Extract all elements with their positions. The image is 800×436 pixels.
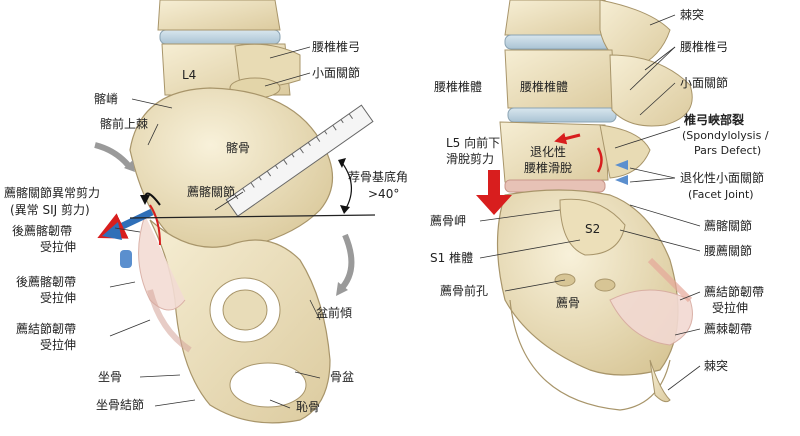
label-spinous: 棘突 [680, 8, 705, 22]
label-lumbar-body-inner: 腰椎椎體 [520, 80, 569, 94]
label-ilium: 髂骨 [226, 141, 251, 155]
gray-arrow-tilt-head [336, 282, 348, 296]
label-sacroiliac-joint: 薦髂關節 [187, 185, 236, 199]
label-pubis: 恥骨 [296, 400, 321, 414]
label-sacrum: 薦骨 [556, 296, 581, 310]
label-st-lig-2: 受拉伸 [40, 338, 77, 352]
sij-shear-arrow [140, 192, 161, 206]
label-sij-shear-2: (異常 SIJ 剪力) [10, 203, 90, 217]
l5-body-upper [504, 49, 616, 109]
label-ss-lig: 薦棘韌帶 [704, 322, 753, 336]
disc-1 [504, 34, 616, 50]
label-sij-shear-1: 薦髂關節異常剪力 [4, 186, 101, 200]
label-post-si-lig-b2: 受拉伸 [40, 291, 77, 305]
sacrotuberous-ligament [147, 289, 192, 353]
label-asis: 髂前上棘 [100, 117, 149, 131]
sacrotuberous-ligament-right [609, 289, 693, 346]
label-shear-2: 滑脫剪力 [446, 152, 495, 166]
label-ischium: 坐骨 [98, 370, 123, 384]
right-spine-illustration [476, 0, 701, 411]
left-leader-lines [109, 46, 321, 409]
left-pelvis-illustration [94, 0, 376, 424]
obturator-foramen [229, 362, 307, 408]
label-facet-joint: 小面關節 [312, 66, 361, 80]
label-facet-joint-r: 小面關節 [680, 76, 729, 90]
angle-ruler [225, 104, 374, 217]
label-spondylolysis-1: 椎弓峽部裂 [684, 113, 745, 127]
right-leader-lines [479, 14, 701, 391]
label-lumbosacral: 腰薦關節 [704, 244, 753, 258]
upper-disc [159, 29, 281, 45]
spine-tip [649, 359, 671, 403]
gray-arrow-tilt [337, 233, 355, 293]
pars-region [599, 124, 651, 179]
label-s2: S2 [585, 222, 601, 236]
label-angle-2: >40° [368, 187, 400, 201]
label-lumbar-arch: 腰椎椎弓 [312, 40, 361, 54]
label-st-lig-r-1: 薦結節韌帶 [704, 285, 765, 299]
gray-arrow-top [94, 142, 131, 168]
sacral-foramen-2 [594, 278, 616, 292]
label-post-si-lig-1: 後薦髂韌帶 [12, 224, 73, 238]
label-angle-1: 荐骨基底角 [348, 170, 409, 184]
spinous-upper [599, 0, 671, 71]
label-spondylolysis-2: (Spondylolysis / [682, 129, 769, 142]
label-ischial-tuberosity: 坐骨結節 [96, 398, 145, 412]
label-st-lig-1: 薦結節韌帶 [16, 322, 77, 336]
label-sacral-foramen: 薦骨前孔 [440, 284, 489, 298]
angle-arc-head-top [338, 158, 346, 168]
horizontal-reference-line [129, 214, 376, 219]
ligament-strand [647, 257, 693, 303]
label-spine-bottom: 棘突 [704, 359, 729, 373]
angle-arc [339, 159, 352, 211]
shear-red-arrow [476, 170, 512, 215]
l3-vertebra [157, 0, 281, 31]
blue-marker [120, 250, 132, 268]
pars-defect-line [596, 147, 603, 173]
lumbar-arch-right [609, 54, 693, 127]
facet-blue-arrow-2 [615, 175, 628, 185]
gray-arrow-top-head [124, 160, 135, 172]
label-lumbar-body-left: 腰椎椎體 [434, 80, 483, 94]
facet-blue-arrow-1 [615, 160, 628, 170]
label-lumbar-arch-r: 腰椎椎弓 [680, 40, 729, 54]
disc-2 [507, 107, 617, 123]
label-s1-body: S1 椎體 [430, 251, 474, 265]
label-iliac-crest: 髂嵴 [94, 92, 119, 106]
label-shear-1: L5 向前下 [446, 136, 501, 150]
label-pelvic-tilt: 盆前傾 [316, 306, 353, 320]
label-sacroiliac-r: 薦髂關節 [704, 219, 753, 233]
acetabulum [222, 289, 268, 331]
blue-arrow-head [102, 222, 122, 240]
l4-body [504, 0, 611, 36]
sij-shear-line [149, 204, 161, 246]
label-st-lig-r-2: 受拉伸 [712, 301, 749, 315]
label-spondylolysis-3: Pars Defect) [694, 144, 762, 157]
small-red-arrow [554, 132, 581, 145]
label-degen-facet-2: (Facet Joint) [688, 188, 754, 201]
label-post-si-lig-b1: 後薦髂韌帶 [16, 275, 77, 289]
label-pelvis: 骨盆 [330, 370, 355, 384]
label-degen-2: 腰椎滑脫 [524, 161, 573, 175]
label-degen-facet-1: 退化性小面關節 [680, 171, 765, 185]
label-l4: L4 [182, 68, 197, 82]
label-post-si-lig-2: 受拉伸 [40, 240, 77, 254]
l5-slipped [499, 121, 609, 183]
label-promontory: 薦骨岬 [430, 214, 467, 228]
angle-arc-head-bottom [340, 205, 350, 214]
label-degen-1: 退化性 [530, 145, 567, 159]
